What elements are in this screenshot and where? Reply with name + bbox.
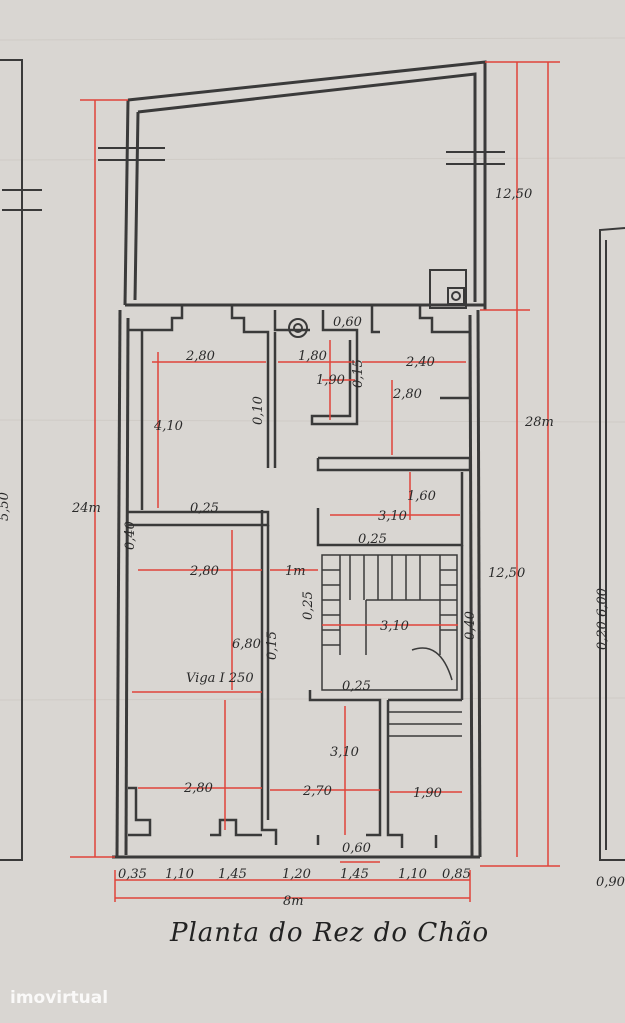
dim-left-total: 24m	[71, 501, 101, 516]
dim-wall1: 0,10	[251, 396, 266, 425]
dim-entry-width: 2,70	[302, 784, 332, 799]
dim-right-lower: 12,50	[488, 566, 525, 581]
dim-b3: 1,45	[218, 867, 247, 882]
dim-room2-width: 2,80	[189, 564, 219, 579]
dim-entry-depth: 3,10	[330, 745, 359, 760]
dim-wall-025a: 0,25	[190, 501, 219, 516]
dimension-lines	[70, 61, 560, 902]
dim-stair-width: 3,10	[380, 619, 409, 634]
dim-kitchen-width: 2,40	[405, 355, 435, 370]
dim-room1-width: 2,80	[185, 349, 215, 364]
dim-b1: 0,35	[118, 867, 147, 882]
dim-wc-opening: 0,60	[333, 315, 362, 330]
dim-bottom-total: 8m	[283, 894, 304, 909]
dim-door: 0,60	[342, 841, 371, 856]
dim-wall-015: 0,15	[351, 359, 366, 388]
toilet-icon	[288, 318, 308, 338]
neighbor-left-dim: 5,50	[0, 492, 12, 521]
staircase	[321, 554, 462, 737]
dim-wall-015b: 0,15	[265, 631, 280, 660]
dim-b6: 1,10	[398, 867, 427, 882]
dim-hall-width: 3,10	[378, 509, 407, 524]
dim-right-total: 28m	[524, 415, 554, 430]
watermark-logo: imovirtual	[10, 988, 109, 1008]
neighbor-right-plan	[599, 227, 625, 861]
dim-wall-040: 0,40	[463, 611, 478, 640]
yard-openings	[98, 147, 505, 309]
neighbor-bottom-dim: 0,90	[596, 875, 625, 890]
dim-b5: 1,45	[340, 867, 369, 882]
dim-landing: 0,25	[342, 679, 371, 694]
dim-wall-025b: 0,25	[358, 532, 387, 547]
dim-b4: 1,20	[282, 867, 311, 882]
interior-walls	[128, 305, 472, 848]
dim-wc-width: 1,80	[298, 349, 327, 364]
dim-kitchen-depth: 2,80	[392, 387, 422, 402]
dim-room3-width: 2,80	[183, 781, 213, 796]
dim-corridor: 1m	[285, 564, 306, 579]
plan-title: Planta do Rez do Chão	[170, 918, 490, 948]
dim-wall-025c: 0,25	[301, 591, 316, 620]
dim-room1-depth: 4,10	[153, 419, 183, 434]
outer-walls	[112, 60, 487, 859]
neighbor-left-plan	[0, 59, 42, 861]
dim-room2-depth: 6,80	[232, 637, 261, 652]
dim-yard-depth: 12,50	[495, 187, 532, 202]
dim-hall-depth: 1,60	[407, 489, 436, 504]
dim-right-room: 1,90	[413, 786, 442, 801]
beam-label: Viga I 250	[186, 671, 254, 686]
dim-wc-depth: 1,90	[316, 373, 345, 388]
dim-left-wall: 0,40	[123, 521, 138, 550]
neighbor-right-dim: 0,20 6,00	[595, 588, 610, 650]
dim-b2: 1,10	[165, 867, 194, 882]
dim-b7: 0,85	[442, 867, 471, 882]
